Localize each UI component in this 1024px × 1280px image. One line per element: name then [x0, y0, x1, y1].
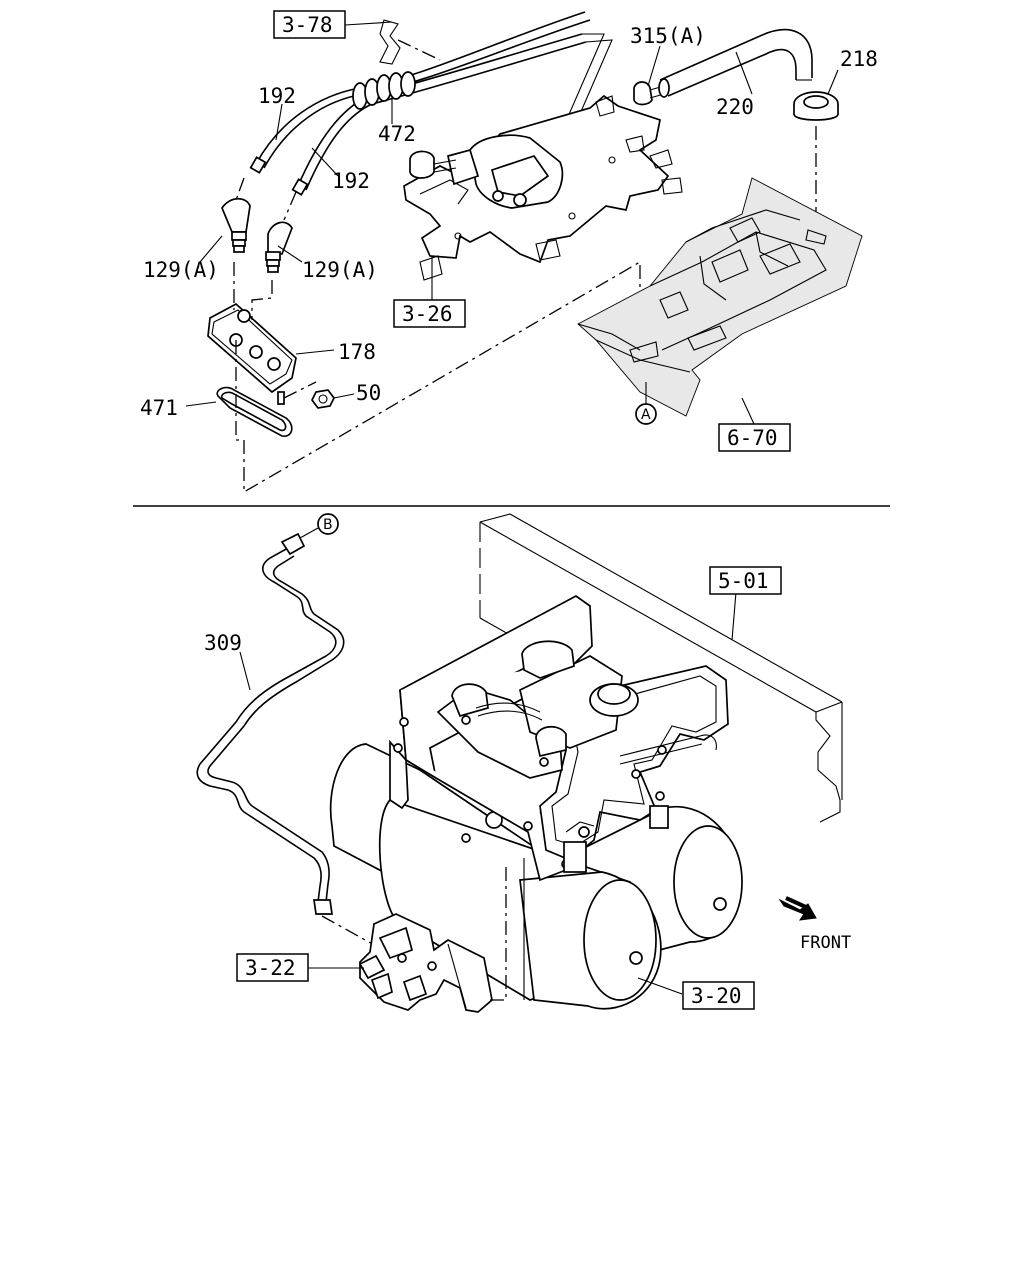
valve-3-22: [358, 866, 507, 1013]
label-309: 309: [204, 631, 242, 655]
ref-3-26: 3-26: [393, 256, 466, 328]
ref-3-22: 3-22: [236, 953, 309, 982]
svg-text:5-01: 5-01: [718, 569, 769, 593]
cover-178: [207, 262, 297, 405]
label-220: 220: [716, 95, 754, 119]
leader-line-a: [235, 260, 641, 494]
label-192-upper: 192: [258, 84, 296, 108]
label-315a: 315(A): [630, 24, 706, 48]
svg-text:3-26: 3-26: [402, 302, 453, 326]
top-leaders: [185, 45, 839, 407]
label-472: 472: [378, 122, 416, 146]
svg-text:A: A: [641, 407, 651, 423]
label-129a-right: 129(A): [302, 258, 378, 282]
svg-text:3-22: 3-22: [245, 956, 296, 980]
pipe-309: [196, 532, 377, 947]
fitting-129a-left: [221, 177, 251, 253]
fitting-129a-right: [265, 191, 297, 273]
bracket-valve-assembly: [403, 94, 683, 281]
svg-text:3-78: 3-78: [282, 13, 333, 37]
gasket-471: [216, 386, 293, 437]
label-129a-left: 129(A): [143, 258, 219, 282]
label-471: 471: [140, 396, 178, 420]
ref-6-70: 6-70: [718, 397, 791, 452]
label-218: 218: [840, 47, 878, 71]
marker-b: B: [299, 513, 339, 539]
label-50: 50: [356, 381, 381, 405]
hose-192-assembly: [249, 11, 613, 196]
marker-a: A: [635, 382, 657, 425]
ref-3-20: 3-20: [682, 981, 755, 1010]
floor-cover-6-70: [577, 177, 863, 417]
ref-5-01: 5-01: [709, 566, 782, 595]
nut-50: [283, 381, 335, 409]
label-192-lower: 192: [332, 169, 370, 193]
ref-3-78: 3-78: [273, 10, 441, 65]
air-tanks: [329, 743, 743, 1010]
front-label: FRONT: [800, 933, 851, 953]
svg-text:B: B: [323, 517, 333, 533]
front-direction-arrow: FRONT: [778, 896, 851, 953]
svg-text:3-20: 3-20: [691, 984, 742, 1008]
compressor-assembly: [436, 640, 717, 779]
label-178: 178: [338, 340, 376, 364]
hose-220: [658, 28, 813, 98]
svg-text:6-70: 6-70: [727, 426, 778, 450]
bottom-leaders: [239, 591, 737, 995]
